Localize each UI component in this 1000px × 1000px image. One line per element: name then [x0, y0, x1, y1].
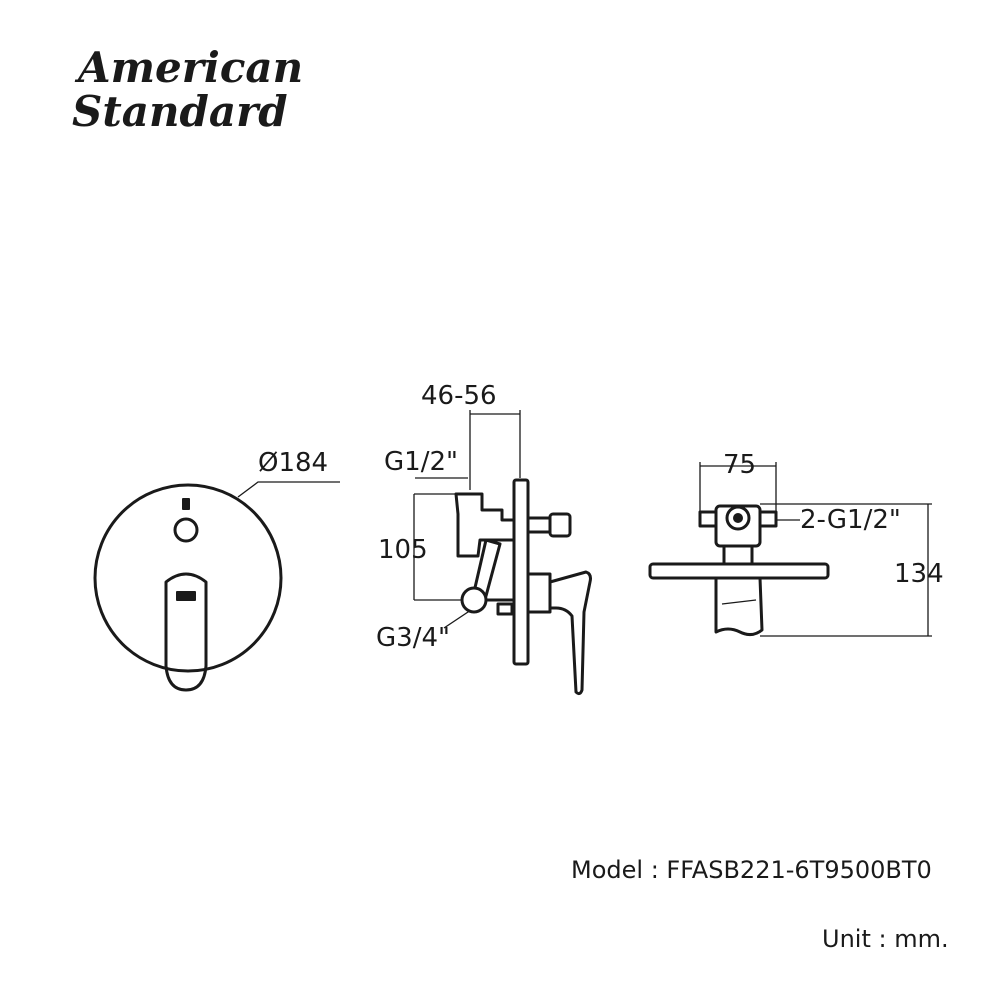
diverter-knob-side	[548, 512, 572, 538]
bottom-outlet	[460, 586, 488, 614]
lever-profile	[548, 570, 592, 696]
brand-line-2: Standard	[72, 87, 288, 136]
lever-handle	[164, 572, 208, 692]
model-number: Model : FFASB221-6T9500BT0	[571, 856, 932, 884]
diameter-leader-line	[237, 481, 340, 498]
diameter-label: Ø184	[258, 448, 328, 478]
inlet-bottom-label: G3/4"	[376, 623, 450, 653]
side-view: 46-56 G1/2" 105 G3/4"	[376, 381, 592, 696]
brand-mark-icon	[176, 591, 196, 601]
cover-plate-outline	[93, 483, 283, 673]
top-wall-plate	[648, 562, 830, 580]
top-view: 75 2-G1/2" 134	[648, 450, 944, 637]
brand-line-1: American	[74, 43, 303, 92]
valve-body	[454, 492, 516, 558]
brand-logo: American Standard	[72, 43, 303, 136]
bottom-fitting	[496, 602, 514, 616]
wall-plate-profile	[512, 478, 530, 666]
top-outlet-bore	[733, 513, 743, 523]
diverter-stem	[526, 516, 552, 534]
connection-label: 2-G1/2"	[800, 505, 901, 535]
top-handle-edge	[721, 599, 757, 605]
unit-note: Unit : mm.	[822, 925, 949, 953]
height-label: 105	[378, 535, 428, 565]
top-handle	[714, 576, 764, 637]
front-view: Ø184	[93, 448, 340, 692]
diverter-knob	[173, 517, 199, 543]
top-height-label: 134	[894, 559, 944, 589]
diverter-knob-indicator	[182, 498, 190, 510]
handle-base	[526, 572, 552, 614]
width-label: 75	[723, 450, 756, 480]
depth-label: 46-56	[421, 381, 497, 411]
top-cartridge	[722, 544, 754, 566]
inlet-top-label: G1/2"	[384, 447, 458, 477]
